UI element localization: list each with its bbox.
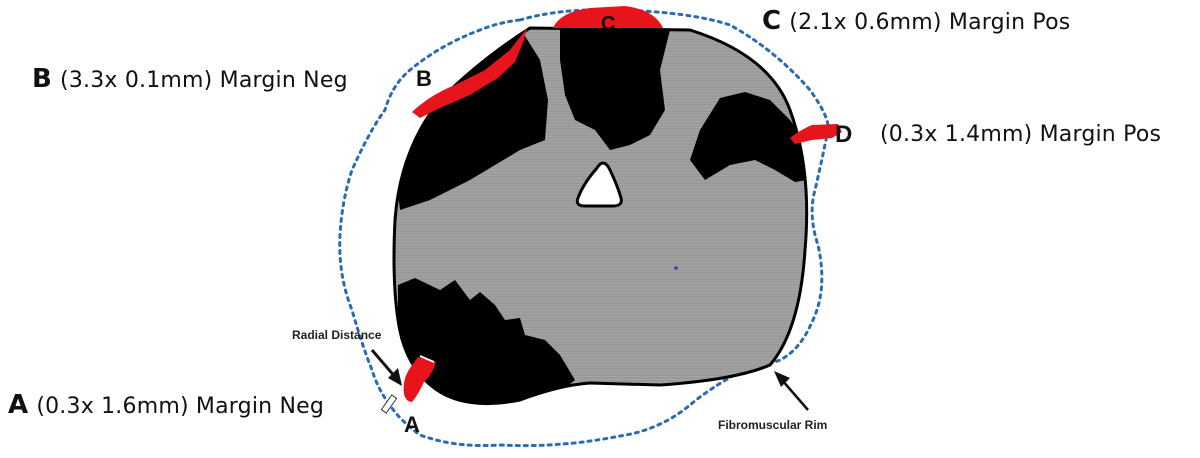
marker-letter-b: B [416, 66, 432, 91]
label-d-text: (0.3x 1.4mm) Margin Pos [880, 122, 1161, 147]
label-a-text: (0.3x 1.6mm) Margin Neg [36, 394, 324, 419]
label-a-key: A [8, 390, 28, 420]
label-b: B (3.3x 0.1mm) Margin Neg [32, 64, 348, 94]
marker-letter-d: D [835, 121, 852, 148]
fibromuscular-rim-label: Fibromuscular Rim [718, 418, 827, 432]
fibromuscular-rim-arrow [774, 371, 808, 410]
marker-dot [674, 266, 678, 270]
label-c: C (2.1x 0.6mm) Margin Pos [762, 6, 1070, 36]
radial-distance-label: Radial Distance [292, 328, 381, 342]
label-b-text: (3.3x 0.1mm) Margin Neg [60, 68, 348, 93]
label-b-key: B [32, 64, 52, 94]
marker-letter-a: A [404, 412, 420, 437]
marker-letter-c: C [601, 13, 615, 35]
label-d: (0.3x 1.4mm) Margin Pos [880, 122, 1161, 147]
label-c-key: C [762, 6, 781, 36]
label-a: A (0.3x 1.6mm) Margin Neg [8, 390, 324, 420]
label-c-text: (2.1x 0.6mm) Margin Pos [789, 10, 1070, 35]
